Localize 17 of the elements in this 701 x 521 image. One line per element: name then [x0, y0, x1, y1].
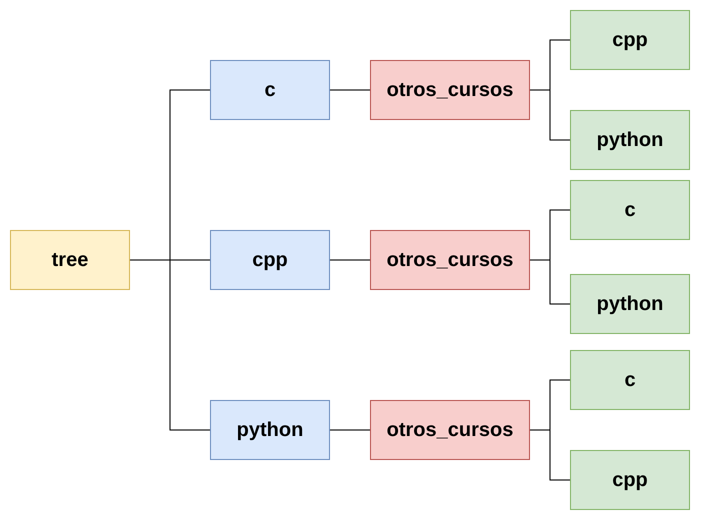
folder-box: python — [570, 274, 690, 334]
folder-box: python — [570, 110, 690, 170]
connector-line — [530, 260, 570, 304]
folder-box: otros_cursos — [370, 230, 530, 290]
connector-line — [130, 260, 210, 430]
folder-box: c — [210, 60, 330, 120]
folder-box: otros_cursos — [370, 60, 530, 120]
folder-box: cpp — [210, 230, 330, 290]
connector-line — [530, 90, 570, 140]
folder-box: cpp — [570, 450, 690, 510]
folder-box: c — [570, 180, 690, 240]
folder-box: cpp — [570, 10, 690, 70]
folder-box: python — [210, 400, 330, 460]
connector-line — [530, 430, 570, 480]
folder-box: otros_cursos — [370, 400, 530, 460]
folder-box: tree — [10, 230, 130, 290]
folder-box: c — [570, 350, 690, 410]
